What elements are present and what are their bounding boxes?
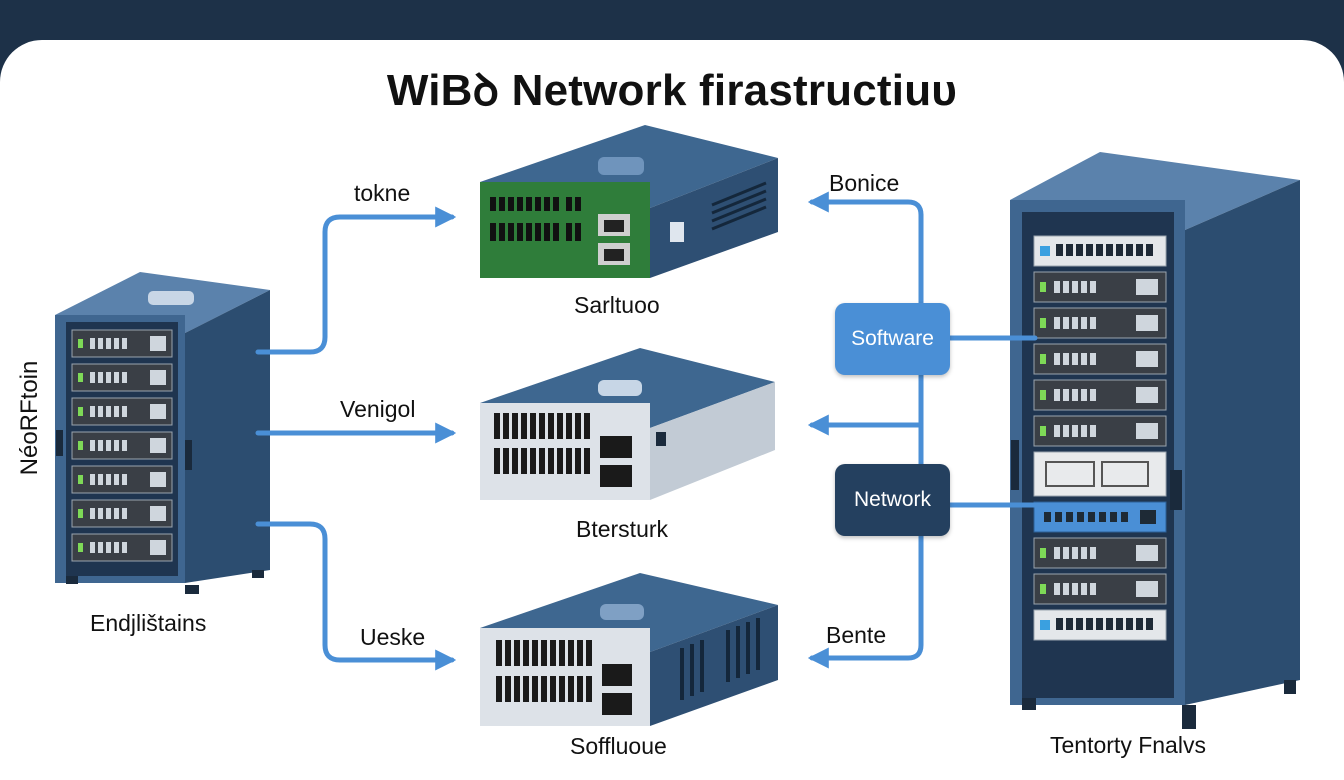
caption-device-middle: Btersturk — [576, 516, 669, 542]
left-rack-server-unit — [71, 329, 173, 358]
arrow-left-bottom — [255, 521, 457, 671]
right-rack-unit — [1033, 451, 1167, 497]
arrow-label-bottom-right: Bente — [826, 622, 887, 648]
right-server-rack — [1010, 152, 1300, 729]
device-top — [480, 125, 778, 278]
right-rack-unit — [1033, 415, 1167, 447]
caption-device-bottom: Soffluoue — [570, 733, 667, 759]
caption-left-rack: Endjlištains — [90, 610, 207, 636]
software-badge: Software — [835, 303, 950, 375]
side-label: NéoRFtoin — [16, 360, 43, 476]
arrow-left-top — [255, 206, 457, 355]
right-rack-unit — [1033, 379, 1167, 411]
arrow-label-top-right: Bonice — [829, 170, 900, 196]
right-rack-unit — [1033, 537, 1167, 569]
bus-right-vertical — [807, 191, 924, 218]
device-middle — [480, 348, 775, 500]
bus-right-trunk — [807, 212, 924, 669]
caption-right-rack: Tentorty Fnalvs — [1050, 732, 1206, 758]
arrow-label-middle-left: Venigol — [340, 396, 416, 422]
left-rack-server-unit — [71, 363, 173, 392]
diagram-title: WiBꝺ Network firastructiuᴜ — [386, 66, 958, 115]
right-rack-unit — [1033, 501, 1167, 533]
device-bottom — [480, 573, 778, 726]
caption-device-top: Sarltuoo — [574, 292, 660, 318]
left-rack-server-unit — [71, 533, 173, 562]
left-rack-server-unit — [71, 499, 173, 528]
right-rack-unit — [1033, 235, 1167, 267]
arrow-label-bottom-left: Ueske — [360, 624, 426, 650]
network-diagram — [55, 125, 1300, 729]
left-rack-server-unit — [71, 465, 173, 494]
left-rack-server-unit — [71, 431, 173, 460]
left-server-rack — [55, 272, 270, 594]
left-rack-server-unit — [71, 397, 173, 426]
arrow-label-top-left: tokne — [354, 180, 411, 206]
right-rack-unit — [1033, 307, 1167, 339]
right-rack-unit — [1033, 609, 1167, 641]
network-badge: Network — [835, 464, 950, 536]
right-rack-unit — [1033, 343, 1167, 375]
right-rack-unit — [1033, 573, 1167, 605]
right-rack-unit — [1033, 271, 1167, 303]
